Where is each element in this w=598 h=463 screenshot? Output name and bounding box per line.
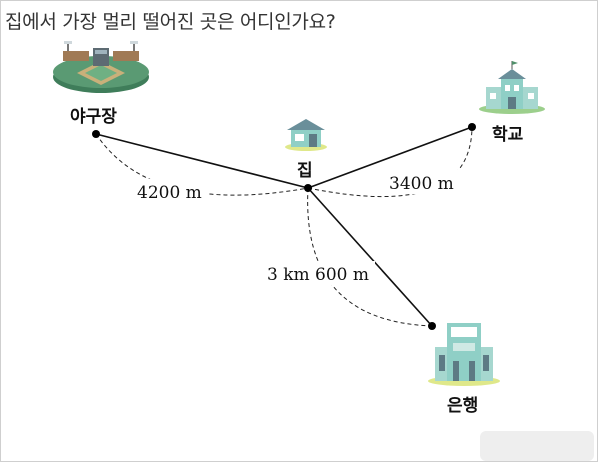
point-stadium	[92, 130, 100, 138]
place-label-bank: 은행	[447, 396, 478, 416]
answer-input-box[interactable]	[480, 431, 594, 461]
school-building-icon	[479, 61, 545, 114]
baseball-stadium-icon	[53, 41, 149, 93]
house-icon	[285, 119, 327, 151]
arc-school	[307, 126, 473, 198]
distance-label-school: 3400 m	[389, 174, 454, 194]
question-text: 집에서 가장 멀리 떨어진 곳은 어디인가요?	[5, 11, 336, 33]
point-home	[304, 184, 312, 192]
distance-label-stadium: 4200 m	[137, 183, 202, 203]
arc-bank	[307, 187, 433, 327]
bank-building-icon	[428, 323, 500, 386]
place-label-home: 집	[297, 161, 313, 181]
line-home-school	[307, 126, 473, 189]
line-home-bank	[307, 187, 433, 327]
distance-label-bank: 3 km 600 m	[267, 265, 369, 285]
place-label-stadium: 야구장	[70, 107, 117, 127]
place-label-school: 학교	[492, 125, 524, 145]
line-home-stadium	[95, 133, 309, 189]
point-bank	[428, 322, 436, 330]
point-school	[468, 123, 476, 131]
